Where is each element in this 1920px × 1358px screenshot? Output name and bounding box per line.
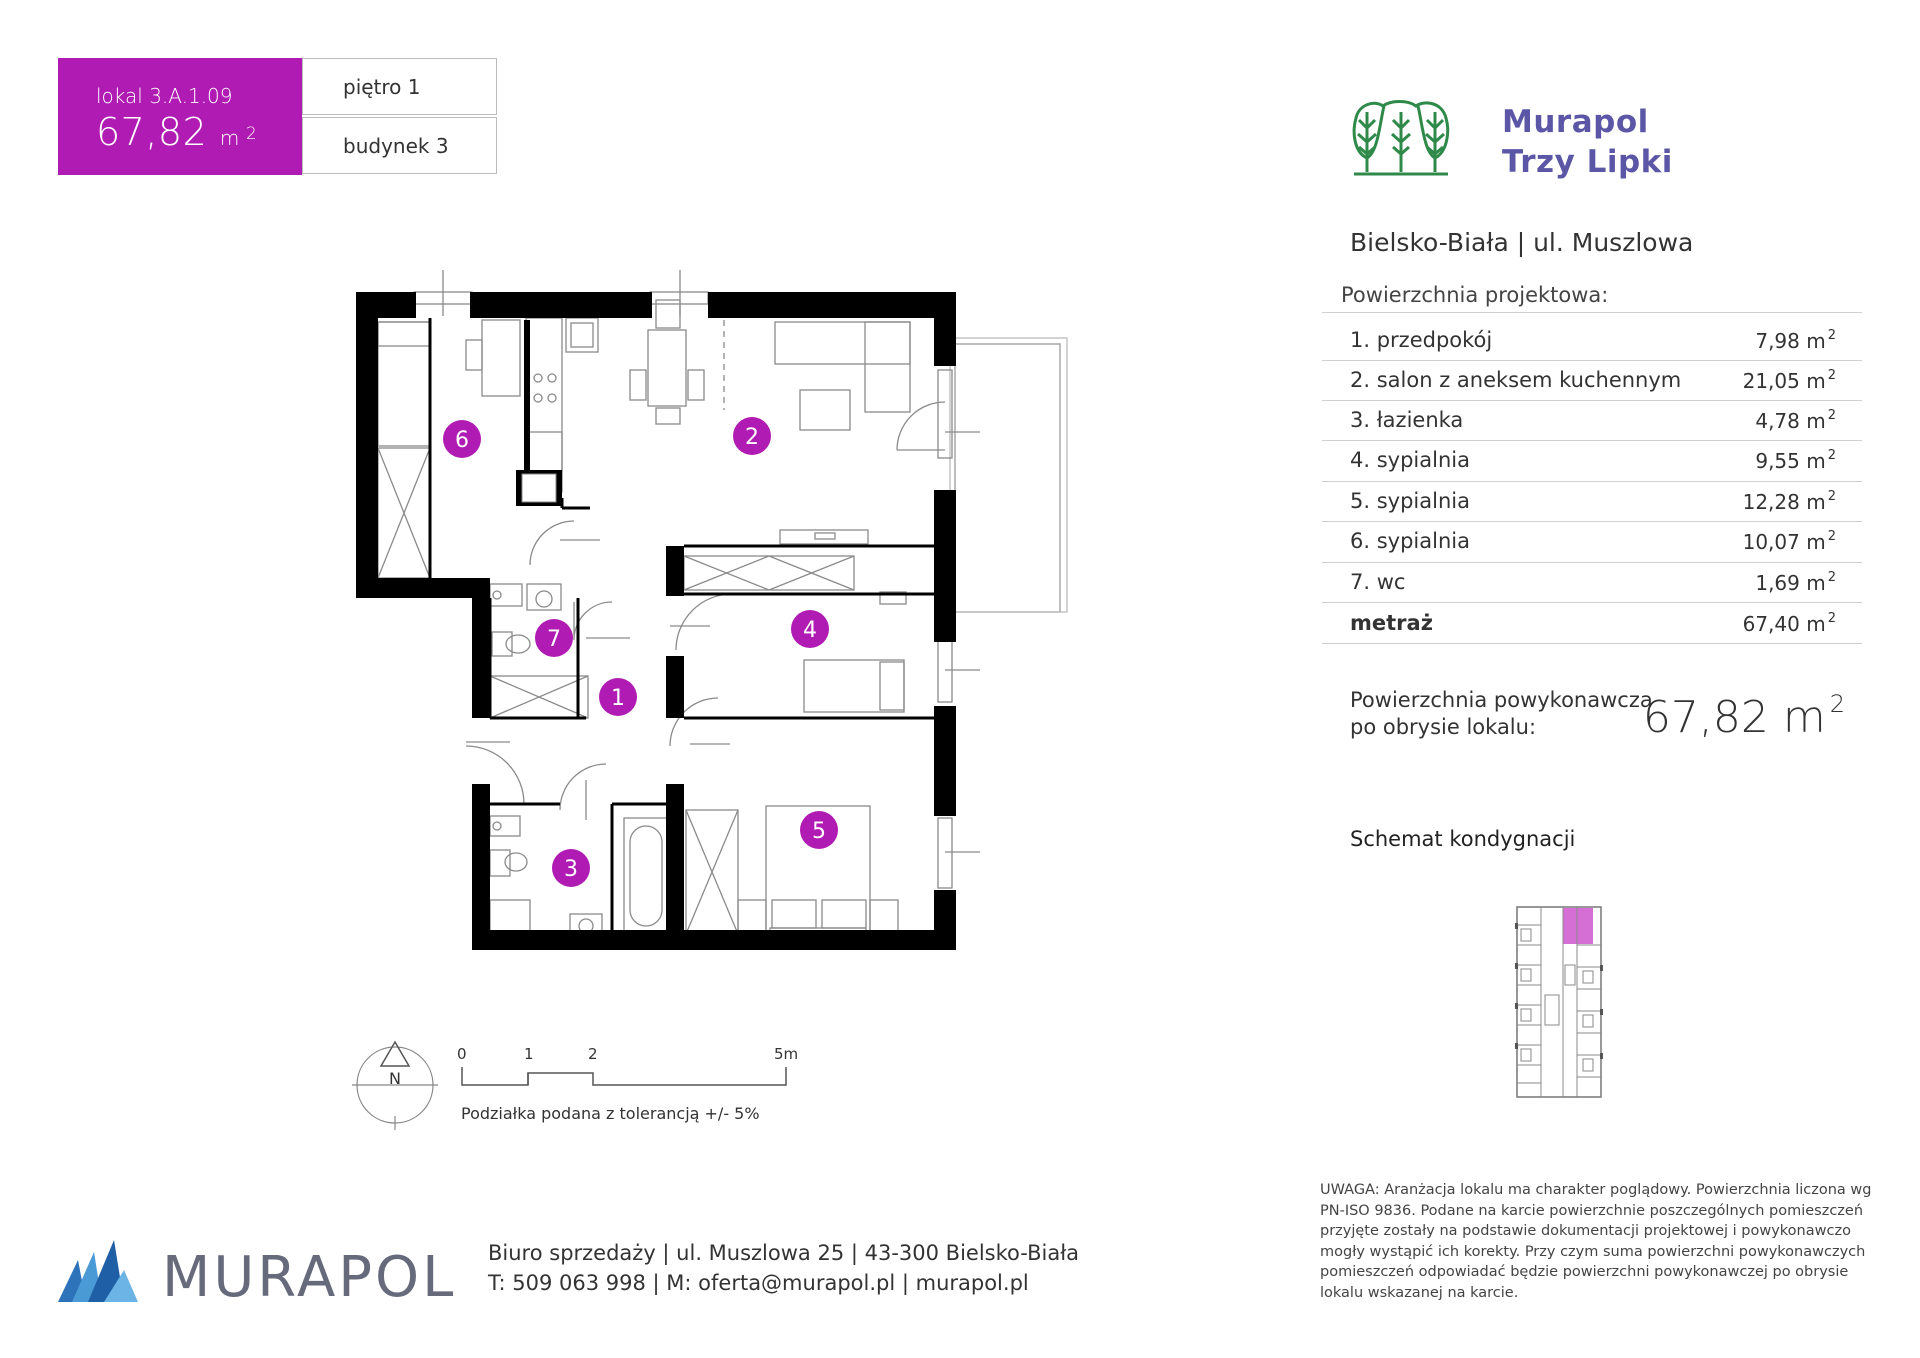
building-cell: budynek 3	[302, 117, 497, 174]
scale-tick-5: 5m	[774, 1045, 799, 1063]
unit-area-unit: m	[219, 126, 240, 150]
as-built-value-sup: 2	[1829, 690, 1845, 718]
room-number-6: 6	[455, 428, 469, 453]
office-phone-email: T: 509 063 998 | M: oferta@murapol.pl | …	[488, 1271, 1029, 1295]
room-number-5: 5	[812, 819, 826, 844]
brand-line2: Trzy Lipki	[1502, 144, 1673, 180]
room-value-2-text: 21,05 m	[1742, 369, 1826, 393]
room-value-4-sup: 2	[1827, 448, 1836, 463]
compass-north-icon: N	[352, 1040, 438, 1130]
room-number-7: 7	[547, 627, 561, 652]
room-marker-1	[599, 678, 637, 716]
room-value-6-text: 10,07 m	[1742, 530, 1826, 554]
floor-plan: 1 2 3 4 5 6 7	[356, 270, 1068, 950]
scale-note: Podziałka podana z tolerancją +/- 5%	[461, 1104, 760, 1123]
compass-label: N	[389, 1069, 401, 1088]
office-address: Biuro sprzedaży | ul. Muszlowa 25 | 43-3…	[488, 1241, 1080, 1265]
room-label-2: 2. salon z aneksem kuchennym	[1350, 368, 1682, 392]
room-label-3: 3. łazienka	[1350, 408, 1464, 432]
room-marker-2	[733, 417, 771, 455]
room-number-1: 1	[611, 686, 625, 711]
company-wordmark: MURAPOL	[162, 1245, 457, 1310]
scale-tick-2: 2	[588, 1045, 598, 1063]
table-divider	[1322, 400, 1862, 401]
notice-text: UWAGA: Aranżacja lokalu ma charakter pog…	[1320, 1182, 1872, 1301]
table-divider	[1322, 602, 1862, 603]
scale-tick-1: 1	[524, 1045, 534, 1063]
total-label: metraż	[1350, 611, 1433, 635]
room-value-7-sup: 2	[1827, 570, 1836, 585]
floor-schema-diagram	[1515, 906, 1603, 1098]
scale-bar	[461, 1067, 787, 1086]
room-value-3-text: 4,78 m	[1755, 409, 1826, 433]
room-value-2-sup: 2	[1827, 368, 1836, 383]
brand-line1: Murapol	[1502, 104, 1649, 140]
room-value-4-text: 9,55 m	[1755, 449, 1826, 473]
room-label-7: 7. wc	[1350, 570, 1406, 594]
room-label-1: 1. przedpokój	[1350, 328, 1493, 352]
unit-area-value: 67,82	[96, 110, 208, 154]
table-divider	[1322, 440, 1862, 441]
as-built-value-text: 67,82 m	[1642, 692, 1826, 743]
table-divider	[1322, 312, 1862, 313]
address: Bielsko-Biała | ul. Muszlowa	[1350, 228, 1694, 257]
total-value-text: 67,40 m	[1742, 612, 1826, 636]
room-label-6: 6. sypialnia	[1350, 529, 1470, 553]
table-divider	[1322, 360, 1862, 361]
room-marker-4	[791, 610, 829, 648]
scale-tick-0: 0	[457, 1045, 467, 1063]
room-number-3: 3	[564, 857, 578, 882]
room-value-1-sup: 2	[1827, 328, 1836, 343]
room-marker-6	[443, 420, 481, 458]
table-divider	[1322, 562, 1862, 563]
room-value-1-text: 7,98 m	[1755, 329, 1826, 353]
room-label-4: 4. sypialnia	[1350, 448, 1470, 472]
as-built-label: Powierzchnia powykonawcza po obrysie lok…	[1350, 688, 1653, 739]
murapol-logo-icon	[58, 1240, 138, 1302]
room-value-6-sup: 2	[1827, 529, 1836, 544]
unit-area-sup: 2	[245, 124, 258, 144]
table-divider	[1322, 521, 1862, 522]
room-marker-5	[800, 811, 838, 849]
room-number-4: 4	[803, 618, 817, 643]
office-contact: Biuro sprzedaży | ul. Muszlowa 25 | 43-3…	[488, 1238, 1079, 1298]
schema-title: Schemat kondygnacji	[1350, 827, 1576, 851]
room-value-3-sup: 2	[1827, 408, 1836, 423]
areas-heading: Powierzchnia projektowa:	[1341, 283, 1609, 307]
total-value-sup: 2	[1827, 611, 1836, 626]
unit-label: lokal 3.A.1.09	[96, 84, 233, 108]
room-number-2: 2	[745, 425, 759, 450]
room-marker-3	[552, 849, 590, 887]
table-divider	[1322, 643, 1862, 644]
room-marker-7	[535, 619, 573, 657]
floor-cell: piętro 1	[302, 58, 497, 115]
table-divider	[1322, 481, 1862, 482]
room-value-5-text: 12,28 m	[1742, 490, 1826, 514]
room-label-5: 5. sypialnia	[1350, 489, 1470, 513]
room-value-5-sup: 2	[1827, 489, 1836, 504]
room-value-7-text: 1,69 m	[1755, 571, 1826, 595]
trees-logo-icon	[1352, 100, 1450, 176]
